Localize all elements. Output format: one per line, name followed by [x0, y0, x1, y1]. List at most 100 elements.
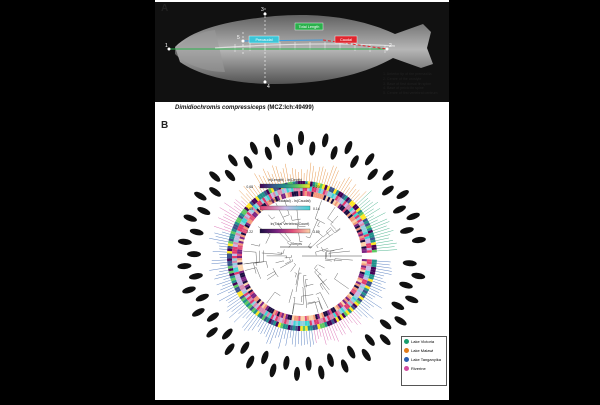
- tip-branch: [329, 326, 335, 341]
- tree-branch: [276, 261, 284, 263]
- tree-branch: [280, 261, 293, 268]
- legend-item: Lake Malawi: [402, 346, 446, 355]
- tip-branch: [223, 278, 230, 280]
- tip-branch: [266, 324, 272, 337]
- tip-branch: [279, 329, 284, 349]
- tip-branch: [226, 294, 237, 301]
- svg-text:3.89: 3.89: [313, 230, 320, 234]
- tip-branch: [243, 310, 251, 318]
- fish-silhouette: [220, 327, 234, 341]
- tip-branch: [377, 264, 390, 265]
- tree-branch: [262, 253, 282, 254]
- tip-branch: [217, 243, 228, 245]
- heat-cell: [300, 326, 303, 331]
- tip-branch: [221, 222, 233, 227]
- total-length-box: Total Length: [299, 25, 320, 29]
- tip-branch: [377, 250, 397, 251]
- heat-cell: [227, 251, 232, 254]
- legend-item: Lake Victoria: [402, 337, 446, 346]
- tree-branch: [272, 217, 275, 219]
- tip-branch: [246, 312, 252, 319]
- fish-silhouette: [294, 367, 301, 381]
- tree-branch: [315, 302, 318, 313]
- fish-silhouette: [282, 356, 290, 371]
- heat-cell: [232, 254, 237, 256]
- tree-branch: [267, 272, 274, 276]
- tip-branch: [375, 238, 389, 241]
- tree-branch: [267, 292, 275, 303]
- svg-text:ln(Precaudal) - ln(Caudal): ln(Precaudal) - ln(Caudal): [269, 199, 310, 203]
- fish-silhouette: [205, 311, 220, 324]
- fish-silhouette: [366, 167, 380, 182]
- svg-text:0.68: 0.68: [246, 185, 253, 189]
- fish-silhouette: [378, 318, 393, 332]
- svg-text:-0.65: -0.65: [245, 207, 253, 211]
- heat-cell: [305, 316, 307, 321]
- fish-silhouette: [193, 190, 208, 202]
- tree-branch: [322, 247, 323, 251]
- fish-silhouette: [321, 133, 330, 148]
- legend-dot: [404, 366, 409, 371]
- tip-branch: [319, 329, 321, 337]
- tip-branch: [246, 193, 252, 200]
- tree-branch: [311, 237, 323, 248]
- tip-branch: [372, 284, 386, 289]
- fish-silhouette: [360, 347, 373, 362]
- tree-branch: [316, 249, 328, 253]
- precaudal-box: Precaudal: [255, 38, 272, 42]
- fish-silhouette: [187, 251, 201, 257]
- tree-branch: [294, 263, 296, 265]
- tree-branch: [256, 252, 257, 266]
- fish-silhouette: [268, 363, 277, 378]
- tree-branch: [266, 235, 270, 244]
- tip-branch: [235, 199, 244, 207]
- fish-silhouette: [317, 365, 325, 380]
- tip-branch: [376, 240, 393, 243]
- heat-cell: [372, 250, 377, 253]
- tip-branch: [345, 317, 349, 323]
- tip-branch: [220, 208, 238, 218]
- tip-branch: [292, 331, 294, 345]
- fish-silhouette: [381, 184, 396, 197]
- tip-branch: [224, 227, 232, 230]
- heat-cell: [237, 252, 242, 254]
- caudal-box: Caudal: [340, 38, 352, 42]
- tip-branch: [377, 247, 395, 249]
- fish-silhouette: [242, 155, 254, 170]
- tip-branch: [222, 232, 230, 234]
- tree-branch: [319, 301, 322, 309]
- tip-branch: [252, 318, 260, 330]
- tip-branch: [249, 188, 256, 197]
- heat-cell: [300, 316, 302, 321]
- fish-silhouette: [399, 226, 414, 235]
- tip-branch: [317, 167, 320, 183]
- tip-branch: [322, 328, 326, 344]
- svg-text:3.22: 3.22: [246, 230, 253, 234]
- tip-branch: [223, 217, 235, 223]
- tree-branch: [331, 228, 335, 233]
- tip-branch: [373, 281, 382, 284]
- tip-branch: [234, 206, 242, 212]
- heat-cell: [303, 326, 306, 331]
- tree-branch: [267, 274, 276, 280]
- tip-branch: [241, 196, 248, 203]
- species-caption: Dimidiochromis compressiceps (MCZ:Ich:49…: [175, 105, 314, 111]
- tree-branch: [275, 292, 280, 296]
- tip-branch: [290, 330, 291, 338]
- tree-branch: [316, 292, 320, 294]
- tip-branch: [220, 285, 232, 290]
- tip-branch: [349, 189, 356, 198]
- tip-branch: [295, 331, 296, 347]
- tip-branch: [365, 297, 382, 308]
- heat-cell: [237, 258, 242, 260]
- tip-branch: [228, 290, 235, 293]
- tip-branch: [376, 243, 396, 246]
- tree-branch: [295, 273, 297, 274]
- heat-cell: [298, 321, 301, 326]
- fish-silhouette: [181, 285, 196, 295]
- tree-branch: [314, 268, 321, 275]
- heat-cell: [227, 261, 232, 264]
- fish-xray-image: 1 2 3 4 5 Total Length Precaudal Caudal: [155, 2, 449, 115]
- landmark-list: 1. Anterior tip of the premaxilla 2. Cen…: [383, 72, 438, 96]
- tree-branch: [295, 273, 296, 277]
